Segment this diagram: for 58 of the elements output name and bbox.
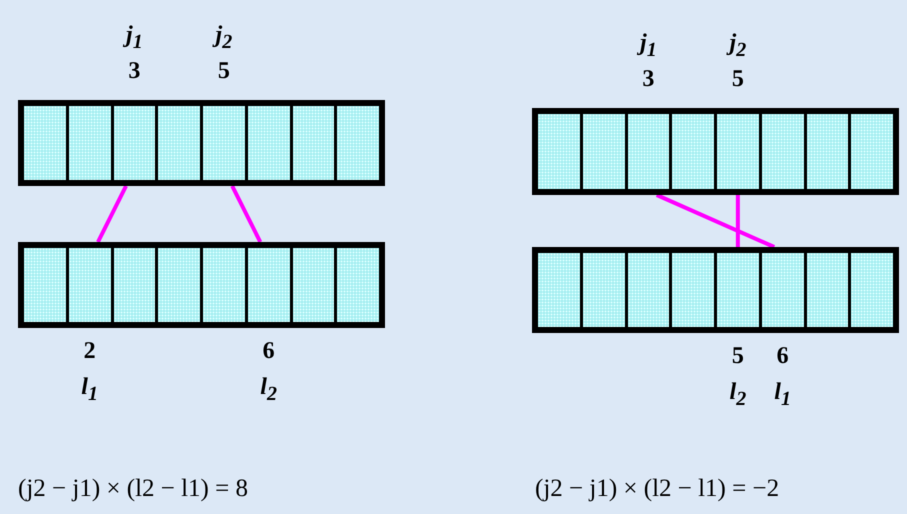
array-bar [532,108,899,195]
index-variable: l$_{1}$ [773,379,792,412]
index-number: 3 [127,58,142,84]
array-cell [292,106,334,180]
array-cell [248,106,290,180]
array-cell [806,114,848,189]
array-cell [762,114,804,189]
formula-text: (j2 − j1) × (l2 − l1) = −2 [535,475,780,503]
index-number: 5 [216,58,231,84]
array-cell [114,248,156,322]
array-cell [292,248,334,322]
index-number: 5 [730,343,745,369]
array-cell [68,248,110,322]
connector-line [656,193,776,249]
connector-line [230,185,262,243]
array-cell [248,248,290,322]
index-variable: l$_{2}$ [728,379,748,412]
formula-text: (j2 − j1) × (l2 − l1) = 8 [18,475,248,503]
array-cell [806,253,848,327]
array-cell [672,253,714,327]
array-cell [203,248,245,322]
array-cell [337,248,379,322]
connector-line [96,185,128,243]
array-cell [851,114,893,189]
index-variable: j$_{2}$ [718,30,758,63]
array-cell [158,248,200,322]
array-cell [628,114,670,189]
array-cell [337,106,379,180]
index-variable: j$_{1}$ [114,22,154,55]
index-variable: j$_{2}$ [204,22,244,55]
array-cell [628,253,670,327]
index-variable: l$_{1}$ [80,374,99,407]
index-number: 5 [730,66,745,92]
array-cell [538,114,580,189]
index-number: 6 [262,338,276,364]
array-bar [18,100,385,186]
index-number: 3 [641,66,656,92]
array-cell [717,114,759,189]
array-cell [24,106,66,180]
array-cell [158,106,200,180]
array-bar [532,247,899,333]
array-cell [538,253,580,327]
array-cell [582,253,624,327]
array-bar [18,242,385,328]
array-cell [762,253,804,327]
connector-line [736,195,740,247]
array-cell [582,114,624,189]
index-number: 2 [82,338,97,364]
array-cell [851,253,893,327]
index-number: 6 [776,343,790,369]
index-variable: j$_{1}$ [628,30,668,63]
array-cell [68,106,110,180]
array-cell [672,114,714,189]
array-cell [24,248,66,322]
index-variable: l$_{2}$ [259,374,278,407]
array-cell [717,253,759,327]
array-cell [114,106,156,180]
array-cell [203,106,245,180]
